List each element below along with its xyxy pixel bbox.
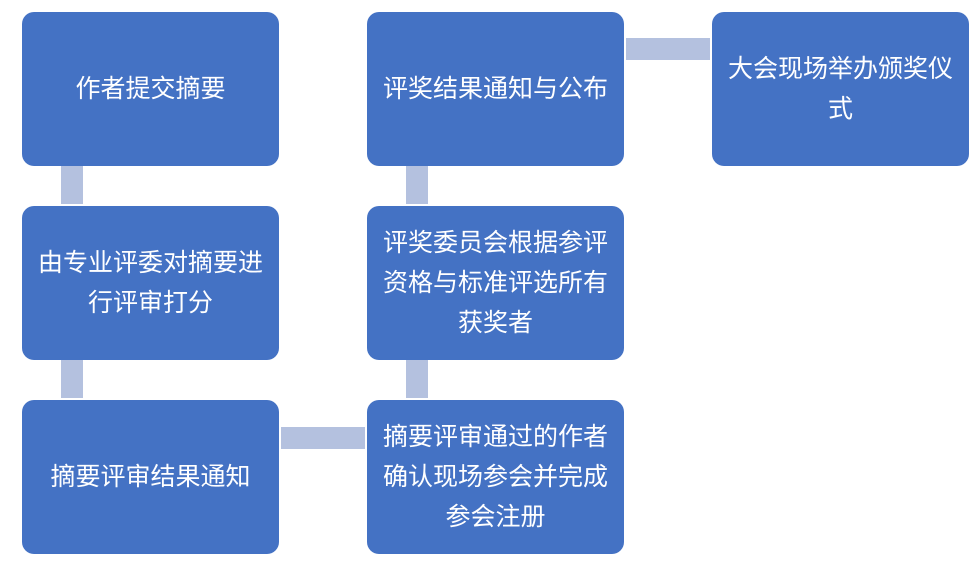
- connector-select-announce: [406, 166, 428, 204]
- step-confirm-registration-text: 摘要评审通过的作者确认现场参会并完成参会注册: [382, 422, 608, 531]
- connector-notify-register: [281, 427, 365, 449]
- step-confirm-registration: 摘要评审通过的作者确认现场参会并完成参会注册: [367, 400, 624, 554]
- step-review-result-notice-text: 摘要评审结果通知: [50, 462, 251, 491]
- connector-register-select: [406, 360, 428, 398]
- connector-review-notify: [61, 360, 83, 398]
- step-expert-review-text: 由专业评委对摘要进行评审打分: [37, 248, 263, 317]
- step-award-ceremony-text: 大会现场举办颁奖仪式: [727, 54, 953, 123]
- step-submit-abstract-text: 作者提交摘要: [75, 74, 226, 103]
- step-committee-selection: 评奖委员会根据参评资格与标准评选所有获奖者: [367, 206, 624, 360]
- step-review-result-notice: 摘要评审结果通知: [22, 400, 279, 554]
- step-award-announcement: 评奖结果通知与公布: [367, 12, 624, 166]
- step-award-announcement-text: 评奖结果通知与公布: [382, 74, 608, 103]
- connector-submit-review: [61, 166, 83, 204]
- step-award-ceremony: 大会现场举办颁奖仪式: [712, 12, 969, 166]
- step-expert-review: 由专业评委对摘要进行评审打分: [22, 206, 279, 360]
- connector-announce-ceremony: [626, 38, 710, 60]
- step-submit-abstract: 作者提交摘要: [22, 12, 279, 166]
- step-committee-selection-text: 评奖委员会根据参评资格与标准评选所有获奖者: [382, 228, 608, 337]
